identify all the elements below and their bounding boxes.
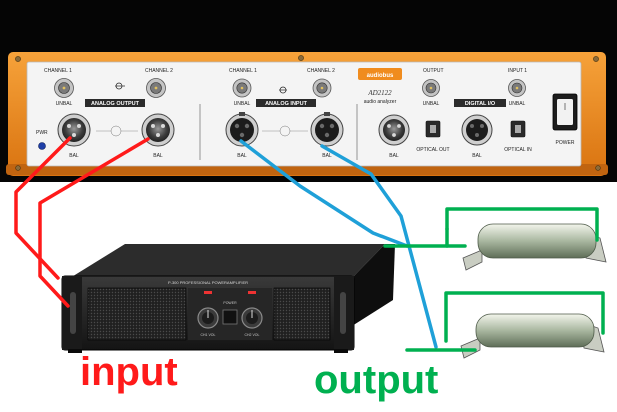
amp-volume-knob-right[interactable]: [241, 307, 263, 329]
xlr-female-input-ch2[interactable]: [310, 112, 344, 147]
amp-volume-knob-left[interactable]: [197, 307, 219, 329]
analog-input-channel1-label: CHANNEL 1: [229, 68, 257, 74]
amp-clip-led-right: [248, 291, 256, 294]
output-wire-1: [239, 139, 409, 248]
analog-output-strip: [85, 99, 145, 107]
digital-output-label: OUTPUT: [423, 68, 444, 74]
load-wire-top-loop: [445, 207, 599, 242]
xlr-male-digital-output[interactable]: [378, 114, 410, 146]
analog-input-icon: [279, 86, 287, 94]
model-subtitle: audio analyzer: [364, 99, 397, 105]
power-switch[interactable]: [552, 93, 578, 131]
output-wires: [239, 139, 438, 349]
analyzer-bottom-lip: [6, 164, 608, 175]
amp-clip-led-left: [204, 291, 212, 294]
pwr-label: PWR: [36, 130, 48, 136]
analog-input-channel2-label: CHANNEL 2: [307, 68, 335, 74]
bnc-output-ch1[interactable]: [54, 78, 74, 98]
resistor-top-body: [477, 223, 597, 259]
power-switch-label: POWER: [556, 140, 575, 146]
amp-side-panel: [352, 244, 395, 326]
output-label: output: [314, 358, 438, 402]
load-resistor-bottom: [460, 313, 605, 359]
digital-io-section: OUTPUT INPUT 1 UNBAL UNBAL DIGITAL I/O: [378, 68, 532, 159]
amp-power-button[interactable]: [222, 309, 238, 325]
bnc-input-ch2[interactable]: [312, 78, 332, 98]
pwr-led: [38, 142, 46, 150]
optical-in-label: OPTICAL IN: [504, 147, 532, 153]
digital-input-bal-label: BAL: [472, 153, 482, 159]
analog-output-channel2-label: CHANNEL 2: [145, 68, 173, 74]
power-amplifier: P-300 PROFESSIONAL POWERAMPLIFIER CH1 VO…: [61, 244, 395, 353]
bnc-input-ch1[interactable]: [232, 78, 252, 98]
output-wire-2: [320, 144, 438, 349]
amp-vent-left: [87, 287, 187, 341]
analog-output-unbal-label: UNBAL: [56, 101, 73, 107]
analog-output-bal-label-ch2: BAL: [153, 153, 163, 159]
analog-input-strip: [256, 99, 316, 107]
digital-output-unbal-label: UNBAL: [423, 101, 440, 107]
xlr-input-pinout-diagram: [262, 125, 308, 137]
analog-output-bal-label-ch1: BAL: [69, 153, 79, 159]
load-wire-bottom-loop: [444, 291, 605, 343]
resistor-top-left-bracket: [462, 249, 483, 271]
analog-input-section: CHANNEL 1 CHANNEL 2 UNBAL ANALOG INPUT: [225, 68, 344, 159]
analog-input-bal-label-ch2: BAL: [322, 153, 332, 159]
bnc-output-ch2[interactable]: [146, 78, 166, 98]
amp-vent-right: [273, 287, 331, 341]
analog-output-icon: [115, 82, 125, 90]
audio-analyzer: CHANNEL 1 CHANNEL 2 UNBAL ANALOG OUTPUT: [0, 0, 617, 182]
bnc-digital-input1[interactable]: [508, 79, 526, 97]
digital-input1-label: INPUT 1: [508, 68, 527, 74]
amp-knob-left-label: CH1 VOL: [201, 333, 216, 337]
model-name: AD2122: [367, 89, 392, 97]
amp-handle-left[interactable]: [70, 292, 76, 334]
amp-power-label: POWER: [223, 301, 237, 305]
input-wire-1: [14, 136, 72, 280]
amp-handle-right[interactable]: [340, 292, 346, 334]
optical-out-port[interactable]: [425, 120, 441, 138]
input-wires: [14, 136, 150, 308]
digital-input-unbal-label: UNBAL: [509, 101, 526, 107]
analog-input-bal-label-ch1: BAL: [237, 153, 247, 159]
brand-name: audiobus: [367, 73, 394, 79]
digital-io-strip: [454, 99, 506, 107]
xlr-female-input-ch1[interactable]: [225, 112, 259, 147]
analog-output-section: CHANNEL 1 CHANNEL 2 UNBAL ANALOG OUTPUT: [44, 68, 175, 159]
analog-output-channel1-label: CHANNEL 1: [44, 68, 72, 74]
input-label: input: [80, 350, 178, 394]
digital-io-strip-label: DIGITAL I/O: [465, 101, 496, 107]
input-wire-2: [38, 137, 150, 308]
amp-foot-left: [68, 349, 82, 353]
brand-logo: [358, 68, 402, 80]
analyzer-panel: [26, 61, 582, 167]
optical-in-port[interactable]: [510, 120, 526, 138]
amp-top-cover: [70, 244, 385, 278]
digital-output-bal-label: BAL: [389, 153, 399, 159]
brand-block: audiobus AD2122 audio analyzer: [358, 68, 402, 105]
resistor-bottom-body: [475, 313, 595, 348]
xlr-male-output-ch1[interactable]: [57, 113, 91, 147]
amp-knob-right-label: CH2 VOL: [245, 333, 260, 337]
amp-foot-right: [334, 349, 348, 353]
resistor-bottom-left-bracket: [460, 337, 481, 359]
xlr-male-output-ch2[interactable]: [141, 113, 175, 147]
analog-input-unbal-label: UNBAL: [234, 101, 251, 107]
amp-title: P-300 PROFESSIONAL POWERAMPLIFIER: [168, 280, 248, 285]
bnc-digital-output[interactable]: [422, 79, 440, 97]
analog-output-strip-label: ANALOG OUTPUT: [91, 101, 140, 107]
analog-input-strip-label: ANALOG INPUT: [265, 101, 308, 107]
load-resistor-top: [462, 223, 607, 271]
optical-out-label: OPTICAL OUT: [416, 147, 449, 153]
xlr-pinout-diagram: [96, 125, 138, 137]
xlr-female-digital-input[interactable]: [461, 114, 493, 146]
load-wires: [383, 207, 605, 352]
panel-screws: [15, 55, 601, 171]
